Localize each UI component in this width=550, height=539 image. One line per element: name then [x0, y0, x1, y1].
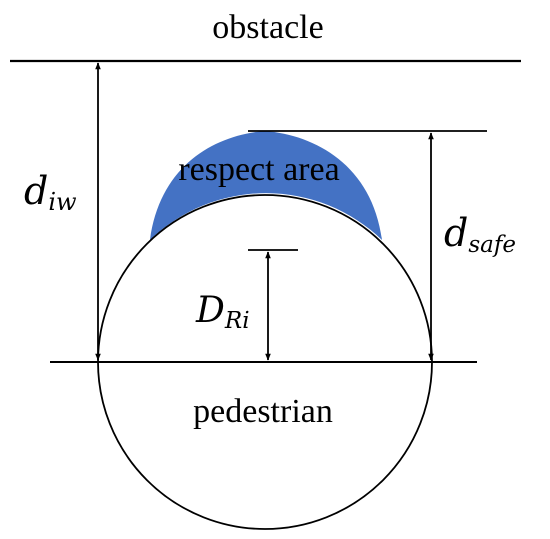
respect-area-region — [150, 131, 382, 240]
d-ri-label: DRi — [195, 290, 250, 334]
d-iw-label: diw — [24, 169, 77, 216]
obstacle-label: obstacle — [212, 9, 323, 46]
pedestrian-label: pedestrian — [193, 393, 333, 430]
d-safe-label: dsafe — [444, 211, 516, 258]
respect-area-label: respect area — [178, 151, 339, 188]
